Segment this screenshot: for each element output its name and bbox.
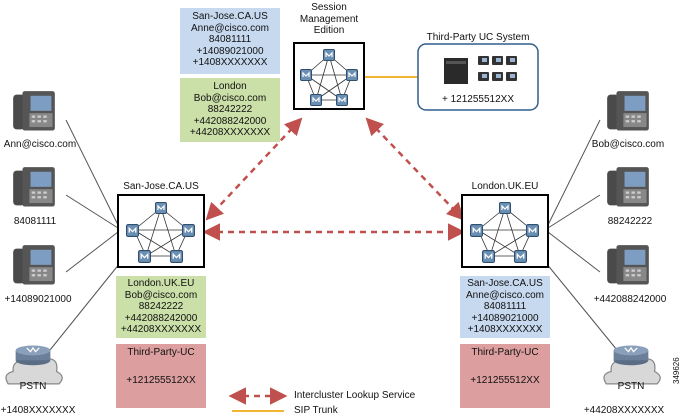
third-party-system-number: + 121255512XX <box>441 94 515 105</box>
left-connections <box>49 119 121 351</box>
legend-intercluster-label: Intercluster Lookup Service <box>294 390 416 401</box>
right-pstn-label: PSTN <box>617 381 645 392</box>
left-pstn-label: PSTN <box>19 381 47 392</box>
left-green-info: London.UK.EU Bob@cisco.com 88242222 +442… <box>116 276 206 338</box>
right-cluster-title: London.UK.EU <box>471 181 539 192</box>
third-party-system-title: Third-Party UC System <box>426 32 530 43</box>
left-phone-label: 84081111 <box>13 216 57 227</box>
left-phone-label: +14089021000 <box>4 294 72 305</box>
phone-icon <box>13 167 55 207</box>
pstn-cloud-icon <box>5 344 63 385</box>
sme-cluster <box>293 42 365 110</box>
right-pstn-number: +44208XXXXXXX <box>583 405 665 416</box>
top-blue-info: San-Jose.CA.US Anne@cisco.com 84081111 +… <box>180 8 280 74</box>
right-red-info: Third-Party-UC +121255512XX <box>460 344 550 408</box>
phone-icon <box>607 167 649 207</box>
intercluster-arrow-sme-left <box>205 117 303 221</box>
top-green-info: London Bob@cisco.com 88242222 +442088242… <box>180 78 280 142</box>
pstn-cloud-icon <box>603 344 661 385</box>
phone-icon <box>13 245 55 285</box>
phone-icon <box>13 91 55 131</box>
sme-title: Session Management Edition <box>299 2 359 36</box>
intercluster-arrow-sme-right <box>365 117 465 221</box>
left-pstn-number: +1408XXXXXXX <box>0 405 76 416</box>
right-phone-label: 88242222 <box>607 216 653 227</box>
right-phone-label: +442088242000 <box>593 294 667 305</box>
left-cluster-title: San-Jose.CA.US <box>123 181 199 192</box>
right-connections <box>545 119 618 351</box>
phone-icon <box>607 91 649 131</box>
right-blue-info: San-Jose.CA.US Anne@cisco.com 84081111 +… <box>460 276 550 338</box>
right-phone-label: Bob@cisco.com <box>591 139 665 150</box>
left-cluster <box>117 194 205 268</box>
left-phone-label: Ann@cisco.com <box>3 139 77 150</box>
phone-icon <box>607 245 649 285</box>
figure-id: 349626 <box>672 357 681 384</box>
right-cluster <box>461 194 549 268</box>
left-red-info: Third-Party-UC +121255512XX <box>116 344 206 408</box>
third-party-uc-system <box>417 43 539 111</box>
legend-sip-label: SIP Trunk <box>294 405 338 416</box>
